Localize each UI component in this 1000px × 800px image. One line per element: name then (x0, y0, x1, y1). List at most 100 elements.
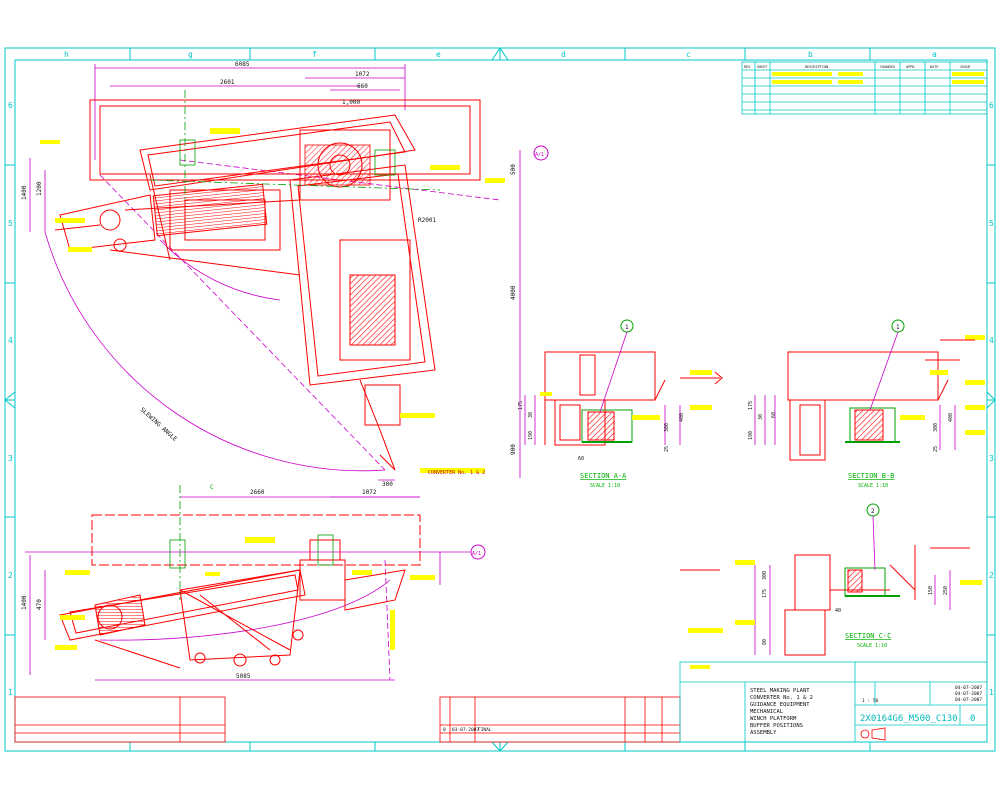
svg-text:4: 4 (989, 336, 994, 345)
zone-h: h (64, 50, 69, 59)
section-b-b: 1 SECTION B-B SCALE 1:10 175 30 190 (748, 319, 985, 489)
elevation-view: 2660 1072 5085 1400 470 C A/1 (21, 484, 486, 681)
dim-660: 660 (357, 83, 368, 90)
svg-text:30: 30 (528, 412, 534, 418)
zone-letters: h g f e d c b a 6 5 4 3 2 1 6 5 4 3 2 1 (8, 50, 994, 697)
svg-text:190: 190 (528, 431, 534, 440)
svg-text:175: 175 (748, 401, 754, 410)
zone-g: g (188, 50, 193, 59)
dim-300: 300 (382, 481, 393, 488)
plan-dimension-lines (29, 64, 521, 481)
plan-view-marker (533, 145, 549, 161)
svg-text:A/1: A/1 (535, 152, 544, 158)
title-line-5: WINCH PLATFORM (750, 716, 797, 722)
svg-text:5: 5 (989, 219, 994, 228)
svg-text:190: 190 (748, 431, 754, 440)
dim-4000: 4000 (510, 285, 517, 300)
converter-label: CONVERTER No. 1 & 2 (428, 470, 485, 476)
svg-text:25: 25 (933, 446, 939, 452)
svg-text:ISSUE: ISSUE (960, 65, 971, 69)
rev-row: 0 03-07-2007 FINAL (443, 727, 492, 733)
dim-1072-elev: 1072 (362, 489, 377, 496)
title-line-6: BUFFER POSITIONS (750, 723, 803, 729)
svg-text:0: 0 (443, 727, 446, 733)
zone-c: c (686, 50, 691, 59)
svg-text:400: 400 (679, 413, 685, 422)
svg-text:60: 60 (578, 456, 584, 462)
section-bb-scale: SCALE 1:10 (858, 483, 888, 489)
dim-1072: 1072 (355, 71, 370, 78)
plan-winch-drum-1 (152, 183, 268, 237)
svg-text:REV: REV (744, 65, 751, 69)
svg-text:150: 150 (928, 586, 934, 595)
svg-text:80: 80 (762, 639, 768, 645)
svg-text:60: 60 (771, 412, 777, 418)
title-line-7: ASSEMBLY (750, 730, 777, 736)
svg-text:DESCRIPTION: DESCRIPTION (805, 65, 828, 69)
dim-500: 500 (510, 164, 517, 175)
section-c-c: 2 SECTION C-C SCALE 1:10 175 300 150 250… (680, 503, 982, 656)
svg-text:300: 300 (933, 423, 939, 432)
svg-text:250: 250 (943, 586, 949, 595)
zone-1: 1 (8, 688, 13, 697)
section-cc-buffer (847, 569, 863, 593)
svg-text:04-07-2007: 04-07-2007 (955, 697, 982, 703)
plan-motor (304, 144, 371, 186)
dim-5085: 5085 (236, 673, 251, 680)
slewing-angle-label: SLEWING ANGLE (139, 406, 179, 443)
zone-e: e (436, 50, 441, 59)
section-aa-buffer (587, 411, 615, 441)
svg-text:A/1: A/1 (472, 551, 481, 557)
section-aa-title: SECTION A-A (580, 472, 627, 480)
plan-centrelines (149, 90, 441, 200)
plan-buffer-arm (54, 194, 156, 252)
svg-text:25: 25 (664, 446, 670, 452)
drawing-number: 2X0164G6_M500_C130 (860, 714, 958, 724)
dim-6085: 6085 (235, 61, 250, 68)
svg-text:1: 1 (989, 688, 994, 697)
zone-6: 6 (8, 101, 13, 110)
svg-text:6: 6 (989, 101, 994, 110)
svg-text:30: 30 (758, 414, 764, 420)
svg-text:175: 175 (518, 401, 524, 410)
section-aa-scale: SCALE 1:10 (590, 483, 620, 489)
drawing-revision: 0 (970, 714, 975, 724)
title-line-3: GUIDANCE EQUIPMENT (750, 702, 810, 708)
reference-table (14, 696, 681, 743)
title-line-2: CONVERTER No. 1 & 2 (750, 695, 813, 701)
svg-text:CHANGED: CHANGED (880, 65, 895, 69)
dim-1000: 1,000 (342, 99, 360, 106)
svg-text:300: 300 (762, 571, 768, 580)
scale-value: 1 : 50 (862, 698, 879, 704)
dim-2660: 2660 (250, 489, 265, 496)
zone-5: 5 (8, 219, 13, 228)
elevation-buffer-hatch (94, 594, 146, 636)
title-block: STEEL MAKING PLANT CONVERTER No. 1 & 2 G… (679, 661, 988, 743)
elevation-view-marker (470, 544, 486, 560)
cut-label-c: C (210, 484, 214, 491)
zone-a: a (932, 50, 937, 59)
section-bb-title: SECTION B-B (848, 472, 894, 480)
dim-1200: 1200 (36, 181, 43, 196)
dim-900: 900 (510, 444, 517, 455)
elevation-dimension-texts: 2660 1072 5085 1400 470 C (21, 484, 377, 680)
elevation-labels (55, 537, 435, 650)
title-line-4: MECHANICAL (750, 709, 784, 715)
svg-text:03-07-2007: 03-07-2007 (452, 727, 479, 733)
zone-3: 3 (8, 454, 13, 463)
svg-text:2: 2 (989, 571, 994, 580)
dim-470: 470 (36, 599, 43, 610)
elevation-platform-structure (59, 514, 421, 669)
zone-f: f (312, 50, 317, 59)
svg-text:175: 175 (762, 589, 768, 598)
dim-1400-elev: 1400 (21, 595, 28, 610)
title-line-1: STEEL MAKING PLANT (750, 688, 810, 694)
section-cc-scale: SCALE 1:10 (857, 643, 887, 649)
zone-2: 2 (8, 571, 13, 580)
elevation-centrelines (169, 485, 334, 600)
svg-text:APPD: APPD (906, 65, 914, 69)
svg-text:400: 400 (948, 413, 954, 422)
section-a-a: 1 SECTION A-A SCALE 1:10 175 30 190 300 … (518, 319, 723, 489)
dim-1400: 1400 (21, 185, 28, 200)
